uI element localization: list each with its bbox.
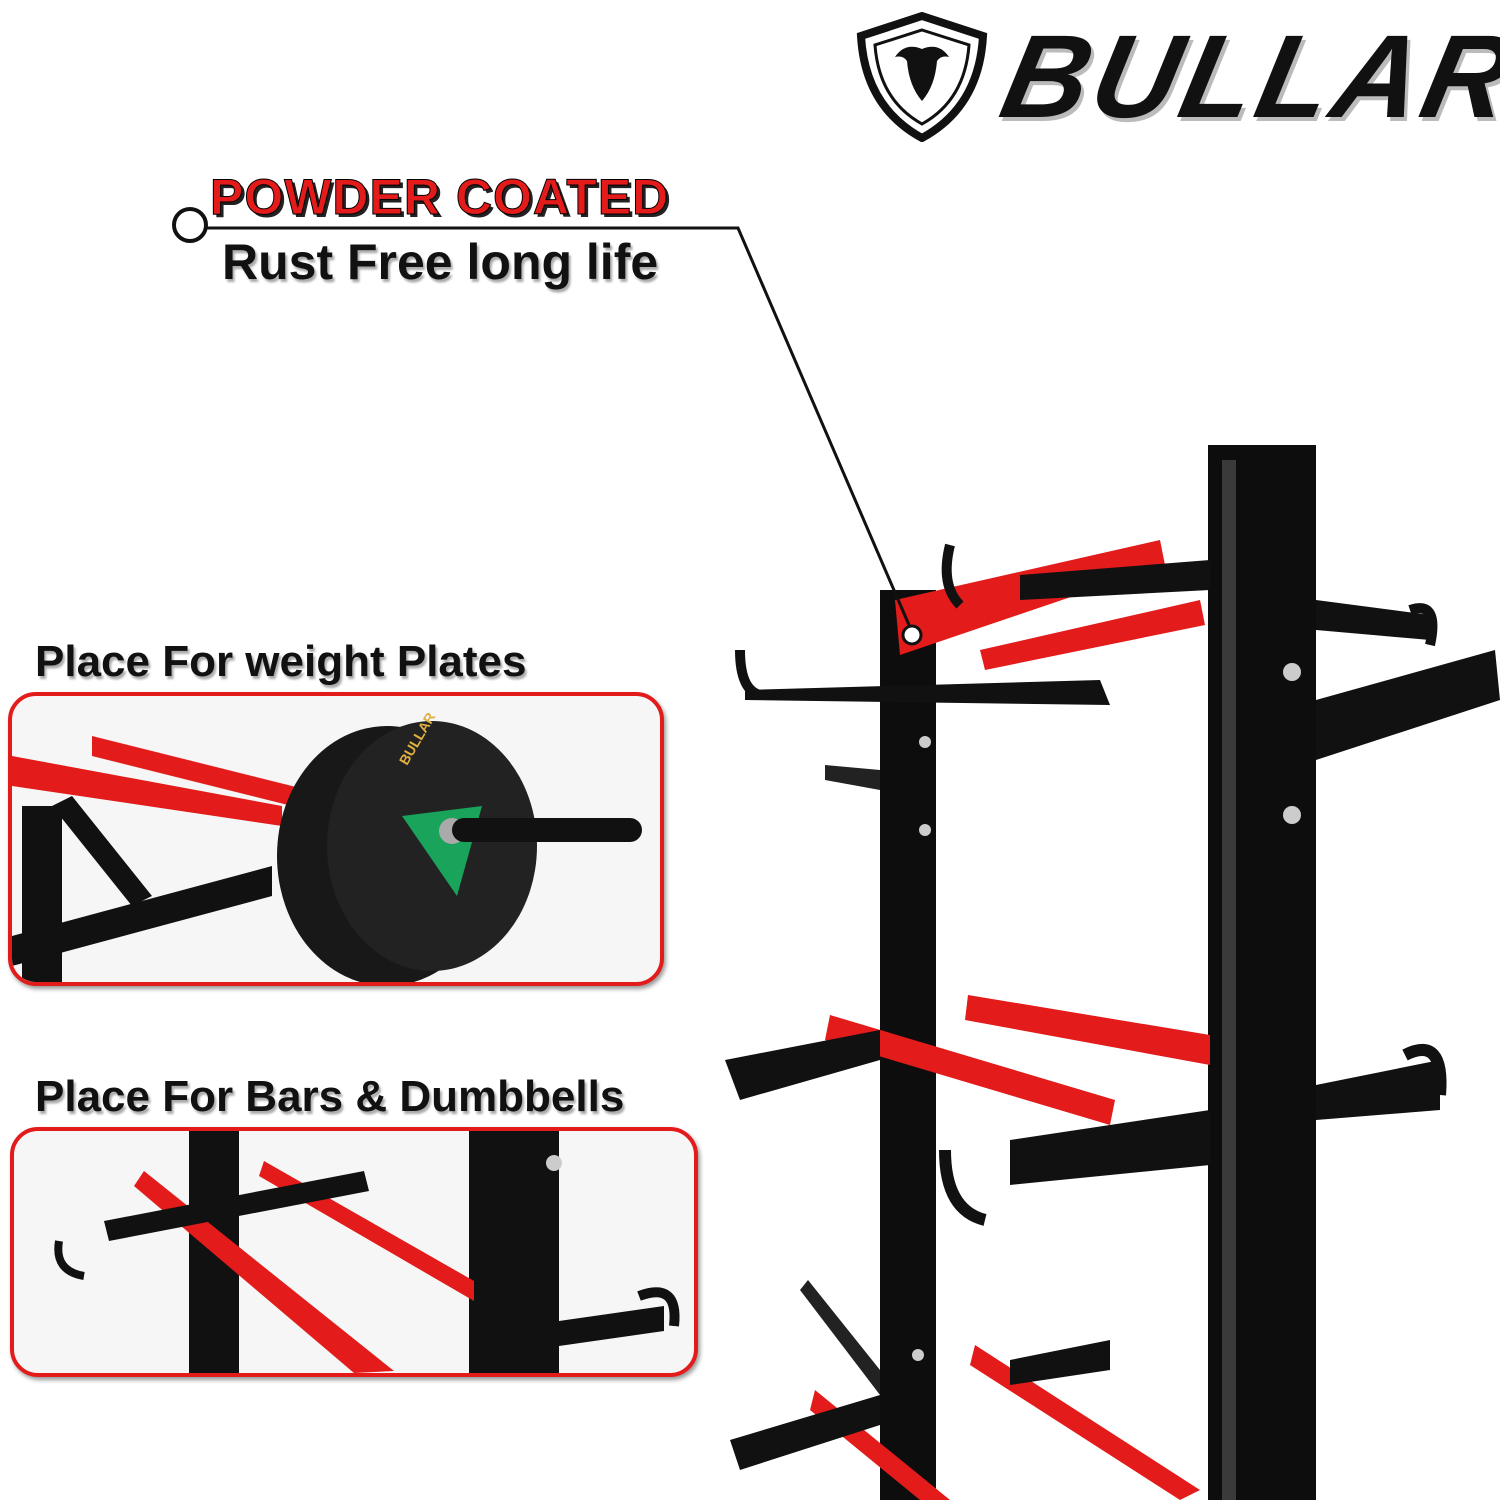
bull-shield-icon xyxy=(856,12,988,142)
feature-label-bars: Place For Bars & Dumbbells xyxy=(35,1072,625,1121)
brand-logo-text: BULLAR xyxy=(990,11,1500,143)
callout-leader-line xyxy=(205,226,914,633)
feature-label-plates: Place For weight Plates xyxy=(35,637,527,686)
feature-image-bars xyxy=(10,1127,698,1377)
callout-subtitle: Rust Free long life xyxy=(222,234,659,290)
callout-title: POWDER COATED xyxy=(209,169,670,225)
feature-image-plates: BULLAR xyxy=(8,692,664,986)
